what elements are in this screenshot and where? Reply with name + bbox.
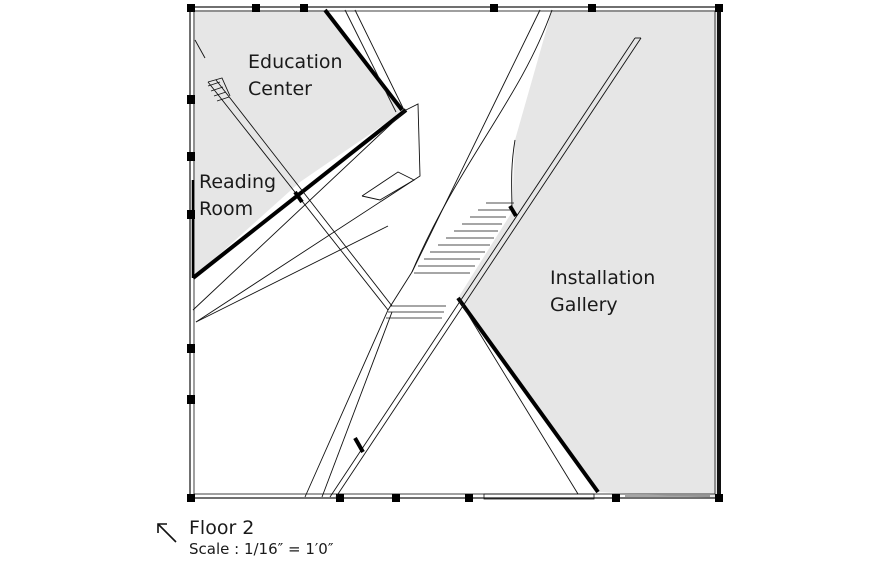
- reading-room-area: [193, 182, 300, 278]
- room-label-line: Installation: [550, 267, 655, 289]
- installation-gallery-area: [458, 10, 718, 498]
- north-arrow-icon: [157, 523, 177, 543]
- room-label-line: Room: [199, 198, 253, 220]
- room-label-line: Education: [248, 51, 343, 73]
- room-label-education-center: Education Center: [248, 51, 349, 100]
- room-label-installation-gallery: Installation Gallery: [550, 267, 661, 316]
- room-label-line: Center: [248, 78, 312, 100]
- wall-columns: [187, 4, 723, 502]
- stairs: [207, 81, 514, 319]
- room-label-reading-room: Reading Room: [199, 171, 282, 220]
- interior-walls: [191, 8, 600, 494]
- room-label-line: Reading: [199, 171, 276, 193]
- floor-title: Floor 2: [189, 517, 255, 539]
- installation-gallery-wall: [456, 296, 600, 494]
- wall-accents: [293, 190, 518, 453]
- education-center-wall: [323, 8, 404, 112]
- scale-label: Scale : 1/16″ = 1′0″: [189, 540, 334, 558]
- reading-room-wall: [191, 108, 408, 280]
- education-center-area: [193, 10, 405, 182]
- room-label-line: Gallery: [550, 294, 618, 316]
- shaded-rooms: [193, 10, 718, 498]
- plan-caption: Floor 2 Scale : 1/16″ = 1′0″: [189, 517, 333, 559]
- windows: [189, 6, 710, 500]
